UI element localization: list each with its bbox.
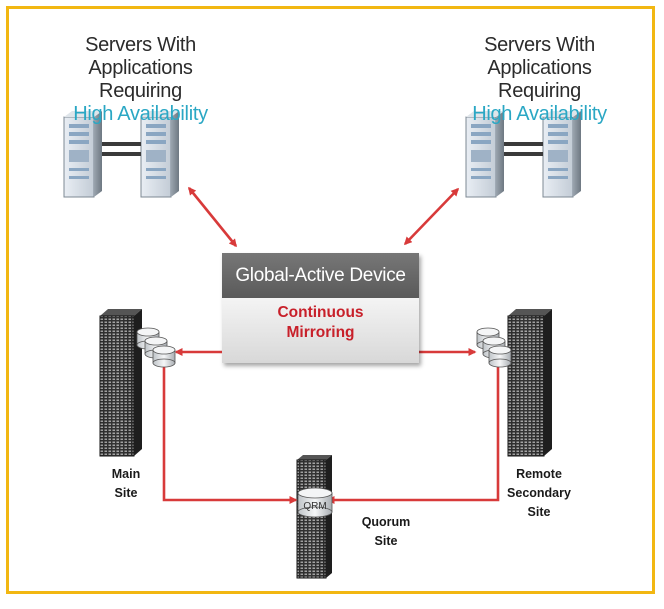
caption-highlight: High Availability (472, 103, 607, 125)
mirroring-line: Continuous (277, 304, 364, 321)
global-active-device-box: Global-Active Device Continuous Mirrorin… (222, 253, 419, 363)
server-icon (63, 111, 102, 198)
gad-mirroring-panel: Continuous Mirroring (222, 298, 419, 363)
server-link-cable (504, 152, 543, 156)
link-main-to-quorum (162, 360, 298, 504)
mirroring-line: Mirroring (286, 324, 355, 341)
remote-storage-rack-icon (507, 309, 552, 457)
site-label-line: Main (111, 467, 141, 481)
remote-site-label: Remote Secondary Site (500, 465, 578, 522)
server-icon (140, 111, 179, 198)
quorum-rack-icon (296, 455, 332, 579)
right-servers-caption: Servers With Applications Requiring High… (453, 34, 626, 126)
caption-line: Applications Requiring (487, 57, 592, 102)
caption-line: Servers With (484, 34, 595, 56)
site-label-line: Quorum (361, 515, 411, 529)
server-link-cable (102, 152, 141, 156)
server-link-cable (504, 142, 543, 146)
quorum-site-label: Quorum Site (355, 513, 417, 551)
disk-icon (152, 345, 176, 368)
left-servers-caption: Servers With Applications Requiring High… (58, 34, 223, 126)
main-storage-rack-icon (99, 309, 142, 457)
site-label-line: Secondary (507, 486, 571, 500)
server-icon (465, 111, 504, 198)
site-label-line: Site (114, 486, 138, 500)
link-remote-to-quorum (326, 360, 500, 504)
remote-disk-stack-icon (476, 327, 512, 368)
gad-title: Global-Active Device (222, 253, 419, 298)
site-label-line: Remote (516, 467, 562, 481)
disk-icon (488, 345, 512, 368)
qrm-label: QRM (303, 501, 326, 512)
arrow-left-server-to-gad (187, 186, 238, 248)
server-icon (542, 111, 581, 198)
main-disk-stack-icon (136, 327, 176, 368)
server-link-cable (102, 142, 141, 146)
caption-line: Servers With (85, 34, 196, 56)
site-label-line: Site (374, 534, 398, 548)
site-label-line: Site (527, 505, 551, 519)
main-site-label: Main Site (106, 465, 146, 503)
caption-highlight: High Availability (73, 103, 208, 125)
right-server-pair (465, 111, 581, 198)
arrow-right-server-to-gad (403, 187, 460, 246)
left-server-pair (63, 111, 179, 198)
quorum-disk-icon: QRM (297, 487, 333, 518)
caption-line: Applications Requiring (88, 57, 193, 102)
